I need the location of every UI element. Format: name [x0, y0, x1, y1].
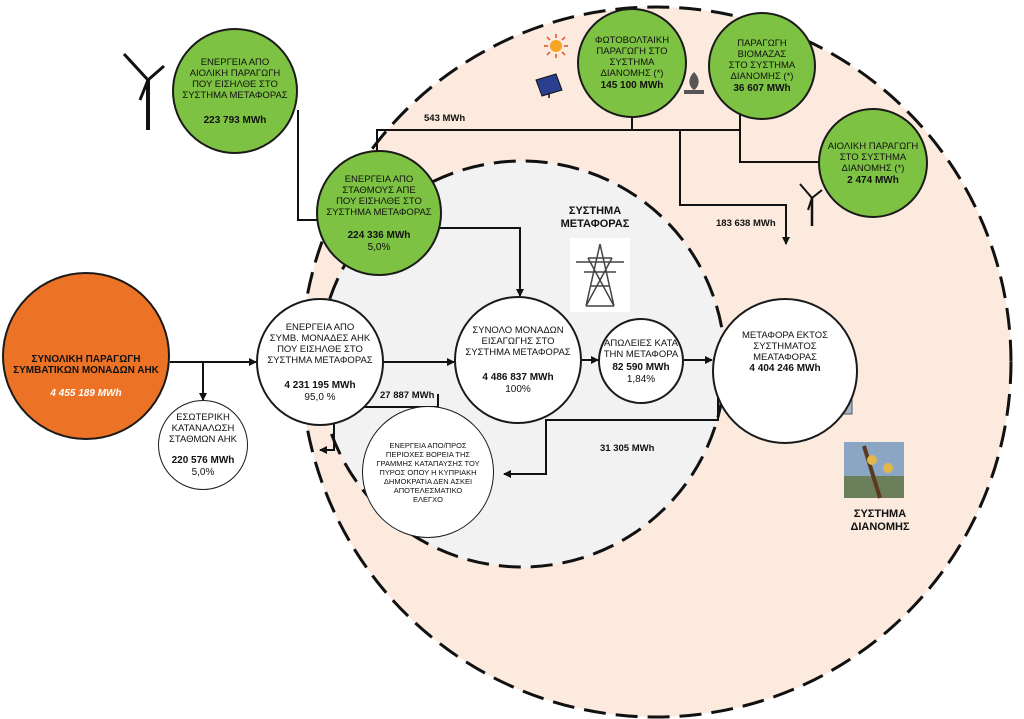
transmission-system-label: ΣΥΣΤΗΜΑ ΜΕΤΑΦΟΡΑΣ: [560, 205, 630, 230]
flow-stations-to-import: [428, 227, 524, 297]
wind-transmission-node: ΕΝΕΡΓΕΙΑ ΑΠΟ ΑΙΟΛΙΚΗ ΠΑΡΑΓΩΓΗ ΠΟΥ ΕΙΣΗΛΘ…: [172, 28, 298, 154]
flow-label-183638: 183 638 MWh: [716, 218, 776, 229]
internal-consumption-node: ΕΣΩΤΕΡΙΚΗ ΚΑΤΑΝΑΛΩΣΗ ΣΤΑΘΜΩΝ ΑΗΚ 220 576…: [158, 400, 248, 490]
wind-distribution-node: ΑΙΟΛΙΚΗ ΠΑΡΑΓΩΓΗ ΣΤΟ ΣΥΣΤΗΜΑ ΔΙΑΝΟΜΗΣ (*…: [818, 108, 928, 218]
linemen-icon: [844, 442, 904, 499]
wind-turbine-icon: [799, 183, 823, 226]
flow-label-27887: 27 887 MWh: [380, 390, 435, 401]
node-value: 220 576 MWh: [171, 455, 235, 466]
pv-distribution-node: ΦΩΤΟΒΟΛΤΑΙΚΗ ΠΑΡΑΓΩΓΗ ΣΤΟ ΣΥΣΤΗΜΑ ΔΙΑΝΟΜ…: [577, 8, 687, 118]
flow-183638-arrow: [679, 130, 790, 245]
conventional-total-node: ΣΥΝΟΛΙΚΗ ΠΑΡΑΓΩΓΗ ΣΥΜΒΑΤΙΚΩΝ ΜΟΝΑΔΩΝ ΑΗΚ…: [2, 272, 170, 440]
solar-panel-icon: [535, 73, 563, 98]
node-percent: 5,0%: [191, 467, 215, 478]
flow-31305-arrow: [503, 372, 719, 478]
pylon-icon: [570, 238, 630, 312]
stations-transmission-node: ΕΝΕΡΓΕΙΑ ΑΠΟ ΣΤΑΘΜΟΥΣ ΑΠΕ ΠΟΥ ΕΙΣΗΛΘΕ ΣΤ…: [316, 150, 442, 276]
conventional-transmission-node: ΕΝΕΡΓΕΙΑ ΑΠΟ ΣΥΜΒ. ΜΟΝΑΔΕΣ ΑΗΚ ΠΟΥ ΕΙΣΗΛ…: [256, 298, 384, 426]
node-percent: 100%: [505, 384, 531, 395]
biomass-distribution-node: ΠΑΡΑΓΩΓΗ ΒΙΟΜΑΖΑΣ ΣΤΟ ΣΥΣΤΗΜΑ ΔΙΑΝΟΜΗΣ (…: [708, 12, 816, 120]
distribution-system-label: ΣΥΣΤΗΜΑ ΔΙΑΝΟΜΗΣ: [850, 508, 910, 533]
node-value: 82 590 MWh: [612, 361, 670, 373]
export-node: ΜΕΤΑΦΟΡΑ ΕΚΤΟΣ ΣΥΣΤΗΜΑΤΟΣ ΜΕΑΤΑΦΟΡΑΣ 4 4…: [712, 298, 858, 444]
sun-icon: [544, 34, 568, 58]
node-value: 4 231 195 MWh: [284, 379, 356, 391]
node-value: 36 607 MWh: [733, 83, 791, 94]
node-value: 145 100 MWh: [600, 80, 664, 91]
node-percent: 1,84%: [626, 373, 656, 385]
node-value: 2 474 MWh: [847, 174, 899, 186]
wind-turbine-icon: [122, 52, 165, 130]
north-areas-node: ΕΝΕΡΓΕΙΑ ΑΠΟ/ΠΡΟΣ ΠΕΡΙΟΧΕΣ ΒΟΡΕΙΑ ΤΗΣ ΓΡ…: [362, 406, 494, 538]
flow-label-543: 543 MWh: [424, 113, 466, 124]
total-import-node: ΣΥΝΟΛΟ ΜΟΝΑΔΩΝ ΕΙΣΑΓΩΓΗΣ ΣΤΟ ΣΥΣΤΗΜΑ ΜΕΤ…: [454, 296, 582, 424]
flame-icon: [684, 72, 704, 94]
flow-label-31305: 31 305 MWh: [600, 443, 655, 454]
node-value: 224 336 MWh: [347, 229, 411, 241]
node-percent: 5,0%: [367, 241, 391, 253]
node-percent: 95,0 %: [304, 391, 336, 403]
node-value: 4 404 246 MWh: [749, 363, 821, 374]
node-value: 4 486 837 MWh: [482, 372, 554, 383]
losses-node: ΑΠΩΛΕΙΕΣ ΚΑΤΑ ΤΗΝ ΜΕΤΑΦΟΡΑ 82 590 MWh 1,…: [598, 318, 684, 404]
node-value: 4 455 189 MWh: [50, 387, 122, 399]
flow-bus-to-wind: [739, 130, 820, 163]
node-value: 223 793 MWh: [203, 114, 267, 126]
